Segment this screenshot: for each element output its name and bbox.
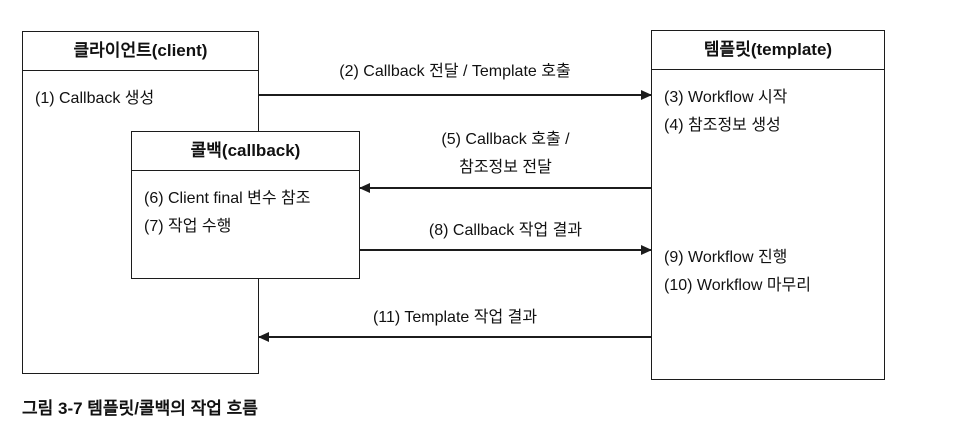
arrow-callback-pass [259, 90, 652, 100]
callback-box-title: 콜백(callback) [132, 132, 359, 171]
arrowhead-right-icon [641, 245, 652, 255]
callback-step-7: (7) 작업 수행 [144, 218, 232, 235]
callback-box: 콜백(callback) (6) Client final 변수 참조 (7) … [131, 131, 360, 279]
template-step-4: (4) 참조정보 생성 [664, 117, 781, 134]
template-box-title: 템플릿(template) [652, 31, 884, 70]
client-box-body: (1) Callback 생성 [23, 71, 258, 127]
arrowhead-right-icon [641, 90, 652, 100]
arrow-5-label-line2: 참조정보 전달 [459, 159, 552, 176]
client-box-title: 클라이언트(client) [23, 32, 258, 71]
arrow-template-result [258, 332, 651, 342]
template-box: 템플릿(template) (3) Workflow 시작 (4) 참조정보 생… [651, 30, 885, 380]
template-box-body: (3) Workflow 시작 (4) 참조정보 생성 (9) Workflow… [652, 70, 884, 314]
client-step-1: (1) Callback 생성 [35, 90, 155, 107]
arrowhead-left-icon [258, 332, 269, 342]
arrow-5-label: (5) Callback 호출 / 참조정보 전달 [360, 130, 651, 186]
arrow-callback-invoke [359, 183, 651, 193]
arrowhead-left-icon [359, 183, 370, 193]
template-step-9: (9) Workflow 진행 [664, 249, 788, 266]
template-step-10: (10) Workflow 마무리 [664, 277, 811, 294]
arrow-11-label: (11) Template 작업 결과 [372, 309, 538, 326]
template-step-3: (3) Workflow 시작 [664, 89, 788, 106]
arrow-5-label-line1: (5) Callback 호출 / [441, 131, 570, 148]
figure-caption: 그림 3-7 템플릿/콜백의 작업 흐름 [22, 399, 258, 418]
callback-box-body: (6) Client final 변수 참조 (7) 작업 수행 [132, 171, 359, 255]
callback-step-6: (6) Client final 변수 참조 [144, 190, 311, 207]
arrow-8-label: (8) Callback 작업 결과 [428, 222, 583, 239]
arrow-2-label: (2) Callback 전달 / Template 호출 [339, 63, 571, 80]
arrow-callback-result [360, 245, 652, 255]
